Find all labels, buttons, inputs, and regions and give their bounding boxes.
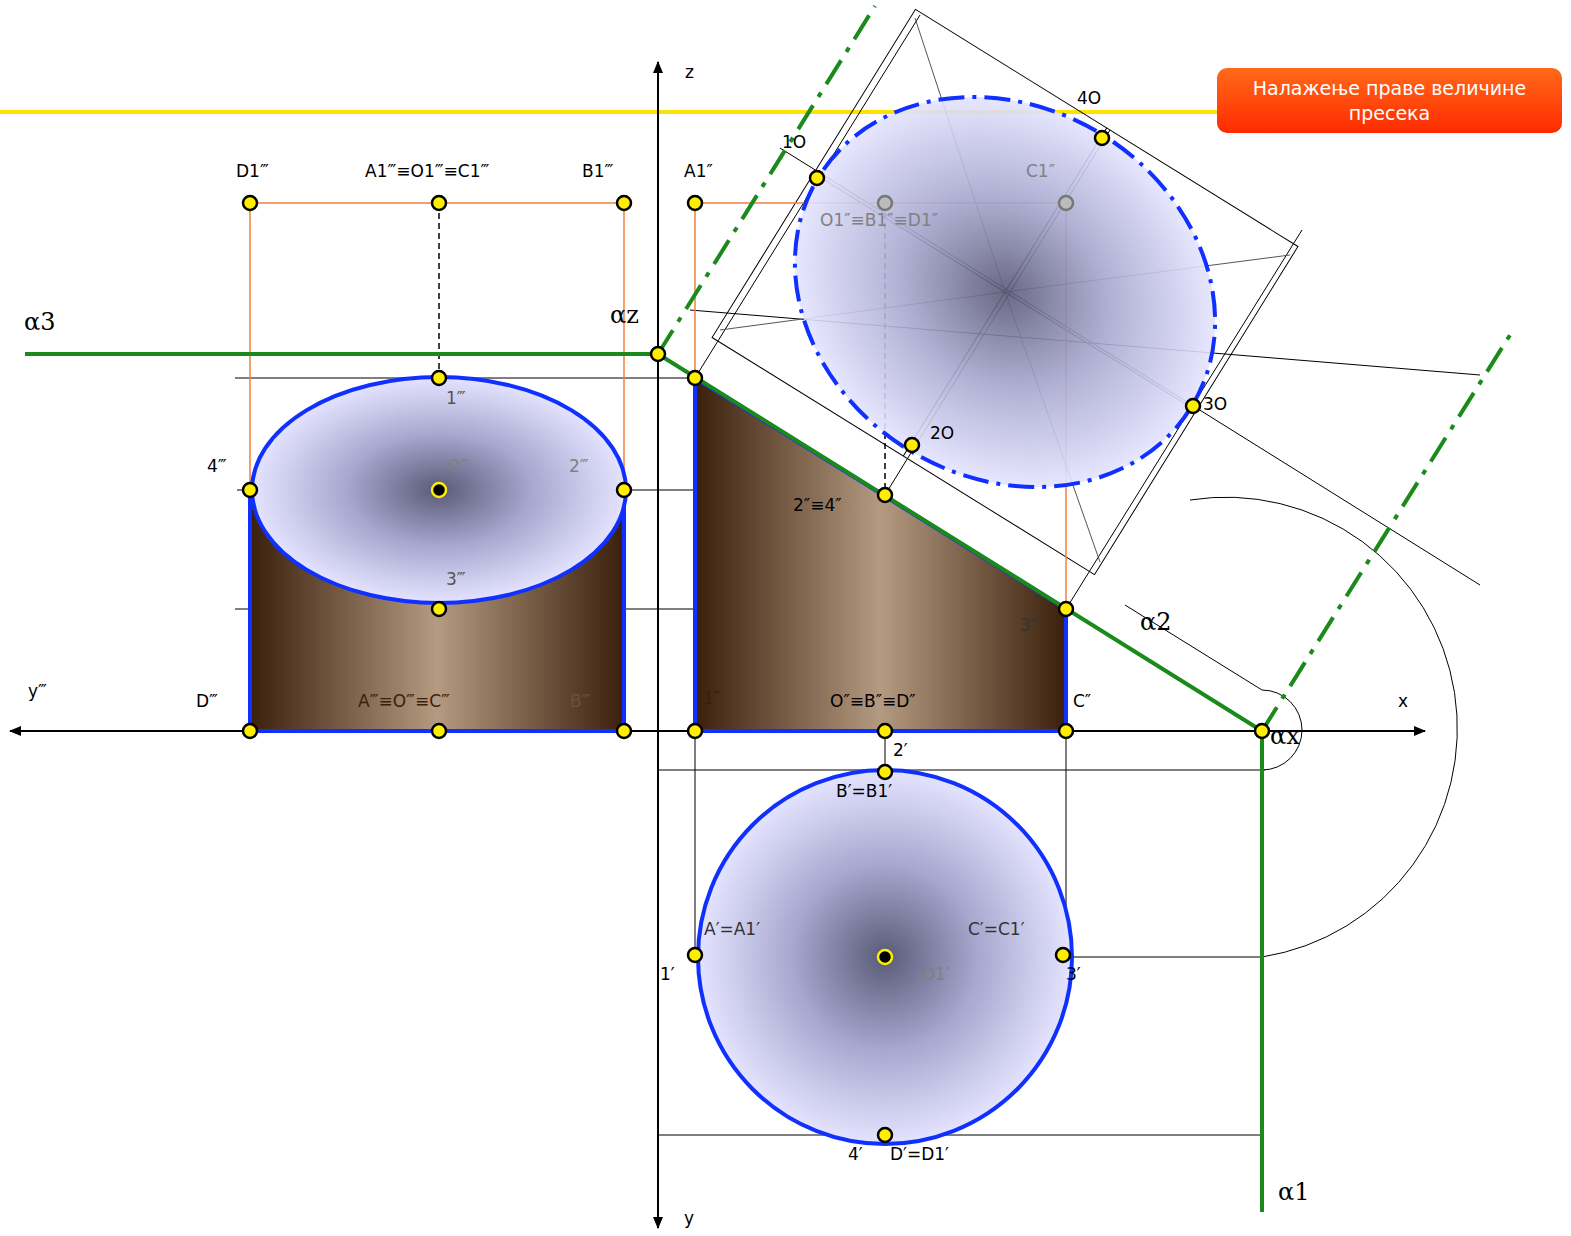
trace-label: α1 (1278, 1180, 1309, 1204)
point-label: y (684, 1210, 694, 1227)
point-label: A1″ (684, 163, 713, 180)
title-box: Налажење праве величине пресека (1217, 68, 1562, 133)
point-label: O‴ (447, 458, 469, 475)
point-label: 2″≡4″ (793, 497, 842, 514)
point-label: 2′ (893, 742, 908, 759)
point-label: 4′ (848, 1146, 863, 1163)
point-label: O1″≡B1″≡D1″ (820, 212, 938, 229)
point-label: 2‴ (569, 458, 589, 475)
point-label: C1″ (1026, 163, 1055, 180)
point-label: 3‴ (446, 571, 466, 588)
point-label: B1‴ (582, 163, 613, 180)
point-label: A‴≡O‴≡C‴ (358, 693, 450, 710)
point-label: 4O (1077, 90, 1101, 107)
point-label: D1′ (922, 966, 950, 983)
title-text: Налажење праве величине пресека (1253, 77, 1526, 124)
point-label: 3′ (1066, 966, 1081, 983)
point-label: z (685, 64, 694, 81)
point-label: A1‴≡O1‴≡C1‴ (365, 163, 489, 180)
point-label: 2O (930, 425, 954, 442)
point-label: O″≡B″≡D″ (830, 693, 916, 710)
trace-label: αz (610, 303, 639, 327)
point-label: x (1398, 693, 1408, 710)
point-label: B‴ (570, 693, 591, 710)
trace-label: αx (1270, 724, 1300, 748)
point-label: B′=B1′ (836, 783, 892, 800)
point-label: y‴ (28, 683, 47, 700)
point-label: D‴ (196, 693, 218, 710)
point-label: 1‴ (446, 390, 466, 407)
point-label: 3″ (1020, 617, 1037, 634)
point-label: 4‴ (207, 458, 227, 475)
trace-label: α3 (24, 310, 55, 334)
point-label: 1′ (660, 966, 675, 983)
point-label: D′=D1′ (890, 1146, 949, 1163)
point-label: A′=A1′ (704, 921, 760, 938)
trace-label: α2 (1140, 610, 1171, 634)
point-label: 1″ (703, 690, 720, 707)
point-label: C′=C1′ (968, 921, 1025, 938)
point-label: 1O (782, 134, 806, 151)
point-label: C″ (1073, 693, 1091, 710)
point-label: 3O (1203, 396, 1227, 413)
point-label: D1‴ (236, 163, 269, 180)
